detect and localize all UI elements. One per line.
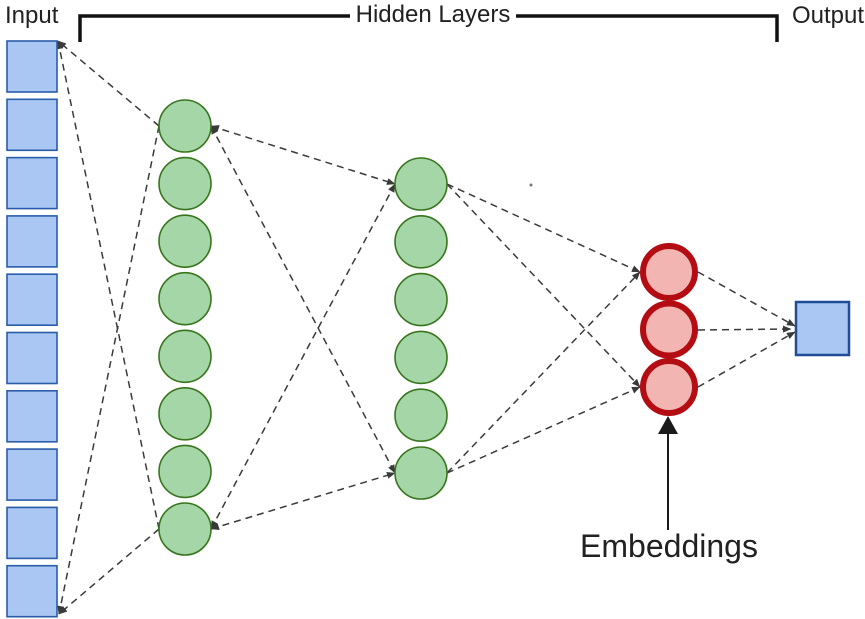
connector-line <box>446 183 641 388</box>
input-node <box>6 389 58 443</box>
hidden1-node <box>158 99 212 153</box>
connector-line <box>58 528 160 615</box>
connector-line <box>697 331 796 388</box>
connector-line <box>446 386 641 474</box>
hidden1-node <box>158 444 212 499</box>
network-nodes <box>6 40 851 618</box>
connector-line <box>56 40 160 530</box>
input-node <box>6 156 58 210</box>
hidden1-node <box>158 329 212 384</box>
embeddings-arrowhead <box>658 416 678 434</box>
connector-line <box>57 40 160 127</box>
output-label: Output <box>792 2 865 29</box>
connector-line <box>446 183 641 273</box>
input-node <box>6 273 58 327</box>
connector-line <box>57 125 160 615</box>
input-node <box>6 40 58 93</box>
hidden1-node <box>158 387 212 441</box>
hidden2-node <box>394 330 448 385</box>
connector-lines <box>56 40 796 615</box>
input-node <box>6 448 58 501</box>
hidden2-node <box>394 157 448 211</box>
connector-line <box>697 271 796 327</box>
input-node <box>6 215 58 268</box>
connector-line <box>446 271 641 474</box>
output-node <box>794 300 851 357</box>
input-node <box>6 506 58 560</box>
hidden1-node <box>158 156 212 211</box>
hidden1-node <box>158 502 212 556</box>
hidden-layers-label: Hidden Layers <box>350 2 516 28</box>
input-node <box>6 98 58 152</box>
embeddings-label: Embeddings <box>580 528 758 564</box>
input-node <box>6 331 58 385</box>
input-node <box>6 564 58 618</box>
embedding-node <box>640 300 698 359</box>
hidden1-node <box>158 214 212 268</box>
connector-line <box>204 117 396 474</box>
connector-line <box>202 120 396 185</box>
hidden2-node <box>394 388 448 443</box>
embeddings-arrow <box>658 416 678 530</box>
hidden2-node <box>394 272 448 327</box>
embedding-node <box>640 243 698 301</box>
embedding-node <box>640 358 698 416</box>
connector-line <box>204 183 396 538</box>
input-label: Input <box>5 2 59 29</box>
hidden2-node <box>394 215 448 269</box>
connector-line <box>202 471 396 535</box>
hidden1-node <box>158 271 212 326</box>
connector-line <box>697 325 792 333</box>
hidden2-node <box>394 446 448 500</box>
stray-dot <box>529 183 533 187</box>
